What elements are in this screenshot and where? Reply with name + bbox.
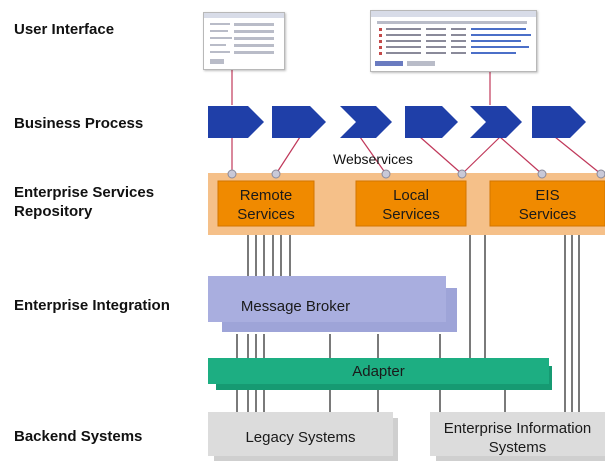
process-step-5 <box>470 106 522 138</box>
form-screen-content <box>204 13 284 64</box>
webservices-label: Webservices <box>333 151 413 167</box>
row-label-esr-line1: Enterprise Services <box>14 184 155 201</box>
eis-services-box <box>489 180 605 227</box>
process-step-1 <box>208 106 264 138</box>
remote-services-line1: Remote <box>239 187 293 204</box>
ui-screen-table <box>370 10 537 72</box>
process-step-2 <box>272 106 326 138</box>
process-step-3 <box>340 106 392 138</box>
legacy-systems-box <box>208 412 393 456</box>
row-label-enterprise-integration: Enterprise Integration <box>14 297 170 314</box>
process-step-4 <box>405 106 458 138</box>
eis-services-line1: EIS <box>535 187 560 204</box>
remote-services-line2: Services <box>237 206 295 223</box>
legacy-systems-label: Legacy Systems <box>245 429 356 446</box>
ui-screen-form <box>203 12 285 70</box>
row-label-user-interface: User Interface <box>14 21 115 38</box>
eis-services-line2: Services <box>518 206 577 223</box>
process-connectors <box>231 136 602 175</box>
remote-services-label: Remote Services <box>218 186 314 224</box>
eis-services-label: EIS Services <box>490 186 605 224</box>
local-services-box <box>355 180 467 227</box>
table-screen-content <box>371 11 536 66</box>
connection-dots <box>227 169 605 179</box>
row-label-business-process: Business Process <box>14 115 144 132</box>
adapter-box <box>208 358 549 384</box>
eis-systems-box <box>430 412 605 456</box>
local-services-label: Local Services <box>356 186 466 224</box>
process-step-6 <box>532 106 586 138</box>
remote-services-box <box>217 180 315 227</box>
message-broker-box <box>208 276 446 322</box>
row-label-esr-line2: Repository <box>14 203 93 220</box>
eis-systems-line1: Enterprise Information <box>443 420 592 437</box>
local-services-line1: Local <box>393 187 429 204</box>
local-services-line2: Services <box>382 206 440 223</box>
ui-connectors <box>231 66 491 105</box>
message-broker-label: Message Broker <box>240 298 351 315</box>
business-process-arrows <box>208 106 586 138</box>
eis-systems-line2: Systems <box>488 439 547 456</box>
enterprise-information-systems-label: Enterprise Information Systems <box>430 419 605 457</box>
row-label-enterprise-services-repository: Enterprise Services Repository <box>14 183 154 221</box>
row-label-backend-systems: Backend Systems <box>14 428 143 445</box>
adapter-label: Adapter <box>352 363 405 380</box>
